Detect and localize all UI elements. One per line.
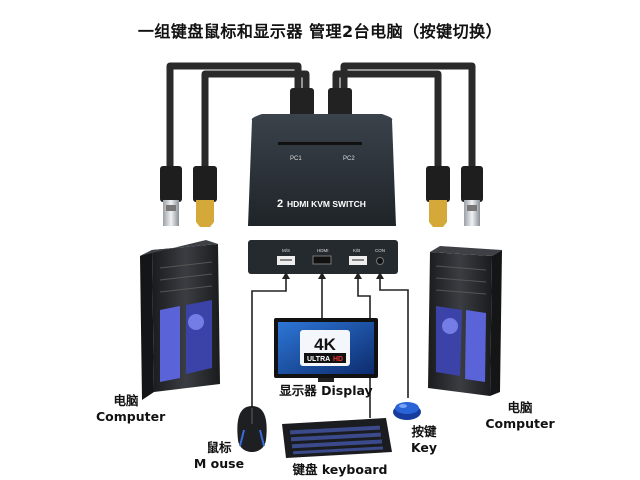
- badge-4k: 4K: [314, 335, 336, 354]
- cable-left-outer: [166, 62, 302, 168]
- switch-key-icon: [393, 402, 421, 420]
- left-hdmi-plug: [193, 166, 217, 227]
- kvm-switch-top: PC1 PC2 2 HDMI KVM SWITCH: [248, 114, 396, 226]
- badge-hd: HD: [333, 356, 343, 363]
- left-computer-label: 电脑 Computer: [96, 393, 166, 425]
- left-usb-plug: [160, 166, 182, 226]
- port-hdmi: [312, 255, 332, 265]
- left-computer-tower: [140, 240, 220, 400]
- port-hdmi-label: HDMI: [317, 248, 329, 253]
- mouse-icon: [237, 406, 267, 452]
- keyboard-label: 键盘 keyboard: [292, 462, 388, 477]
- pc1-label: PC1: [290, 156, 302, 162]
- switch-logo-text: HDMI KVM SWITCH: [287, 199, 366, 209]
- line-arrows: [282, 272, 384, 279]
- mouse-label-cn: 鼠标: [206, 440, 232, 455]
- line-mouse: [251, 277, 287, 410]
- key-label-cn: 按键: [411, 424, 437, 439]
- left-computer-label-en: Computer: [96, 409, 166, 424]
- port-kb-label: K/B: [353, 248, 360, 253]
- mouse-label: 鼠标 M ouse: [192, 440, 246, 472]
- monitor-display: 4K ULTRA HD: [274, 318, 378, 382]
- key-label: 按键 Key: [404, 424, 444, 456]
- keyboard-icon: [282, 418, 392, 458]
- left-computer-label-cn: 电脑: [113, 393, 139, 408]
- right-computer-label-en: Computer: [485, 416, 555, 431]
- right-usb-plug: [461, 166, 483, 226]
- mouse-label-en: M ouse: [193, 456, 245, 471]
- switch-logo-number: 2: [277, 198, 283, 210]
- right-computer-tower: [428, 246, 502, 396]
- right-computer-label-cn: 电脑: [507, 400, 533, 415]
- display-label: 显示器 Display: [279, 383, 373, 398]
- kvm-switch-front: M/S HDMI K/B CON: [248, 240, 398, 274]
- diagram-title: 一组键盘鼠标和显示器 管理2台电脑（按键切换）: [137, 22, 503, 41]
- cable-left-inner: [201, 70, 310, 168]
- right-hdmi-plug: [426, 166, 450, 227]
- key-label-en: Key: [410, 440, 438, 455]
- port-ms-label: M/S: [282, 248, 290, 253]
- port-con-label: CON: [375, 248, 385, 253]
- port-con: [376, 257, 384, 265]
- line-key: [379, 277, 409, 398]
- cable-right-inner: [332, 70, 442, 168]
- upper-cables: [166, 62, 476, 168]
- pc2-label: PC2: [343, 156, 355, 162]
- right-computer-label: 电脑 Computer: [482, 400, 558, 432]
- badge-ultra: ULTRA: [307, 356, 330, 363]
- cable-right-outer: [340, 62, 476, 168]
